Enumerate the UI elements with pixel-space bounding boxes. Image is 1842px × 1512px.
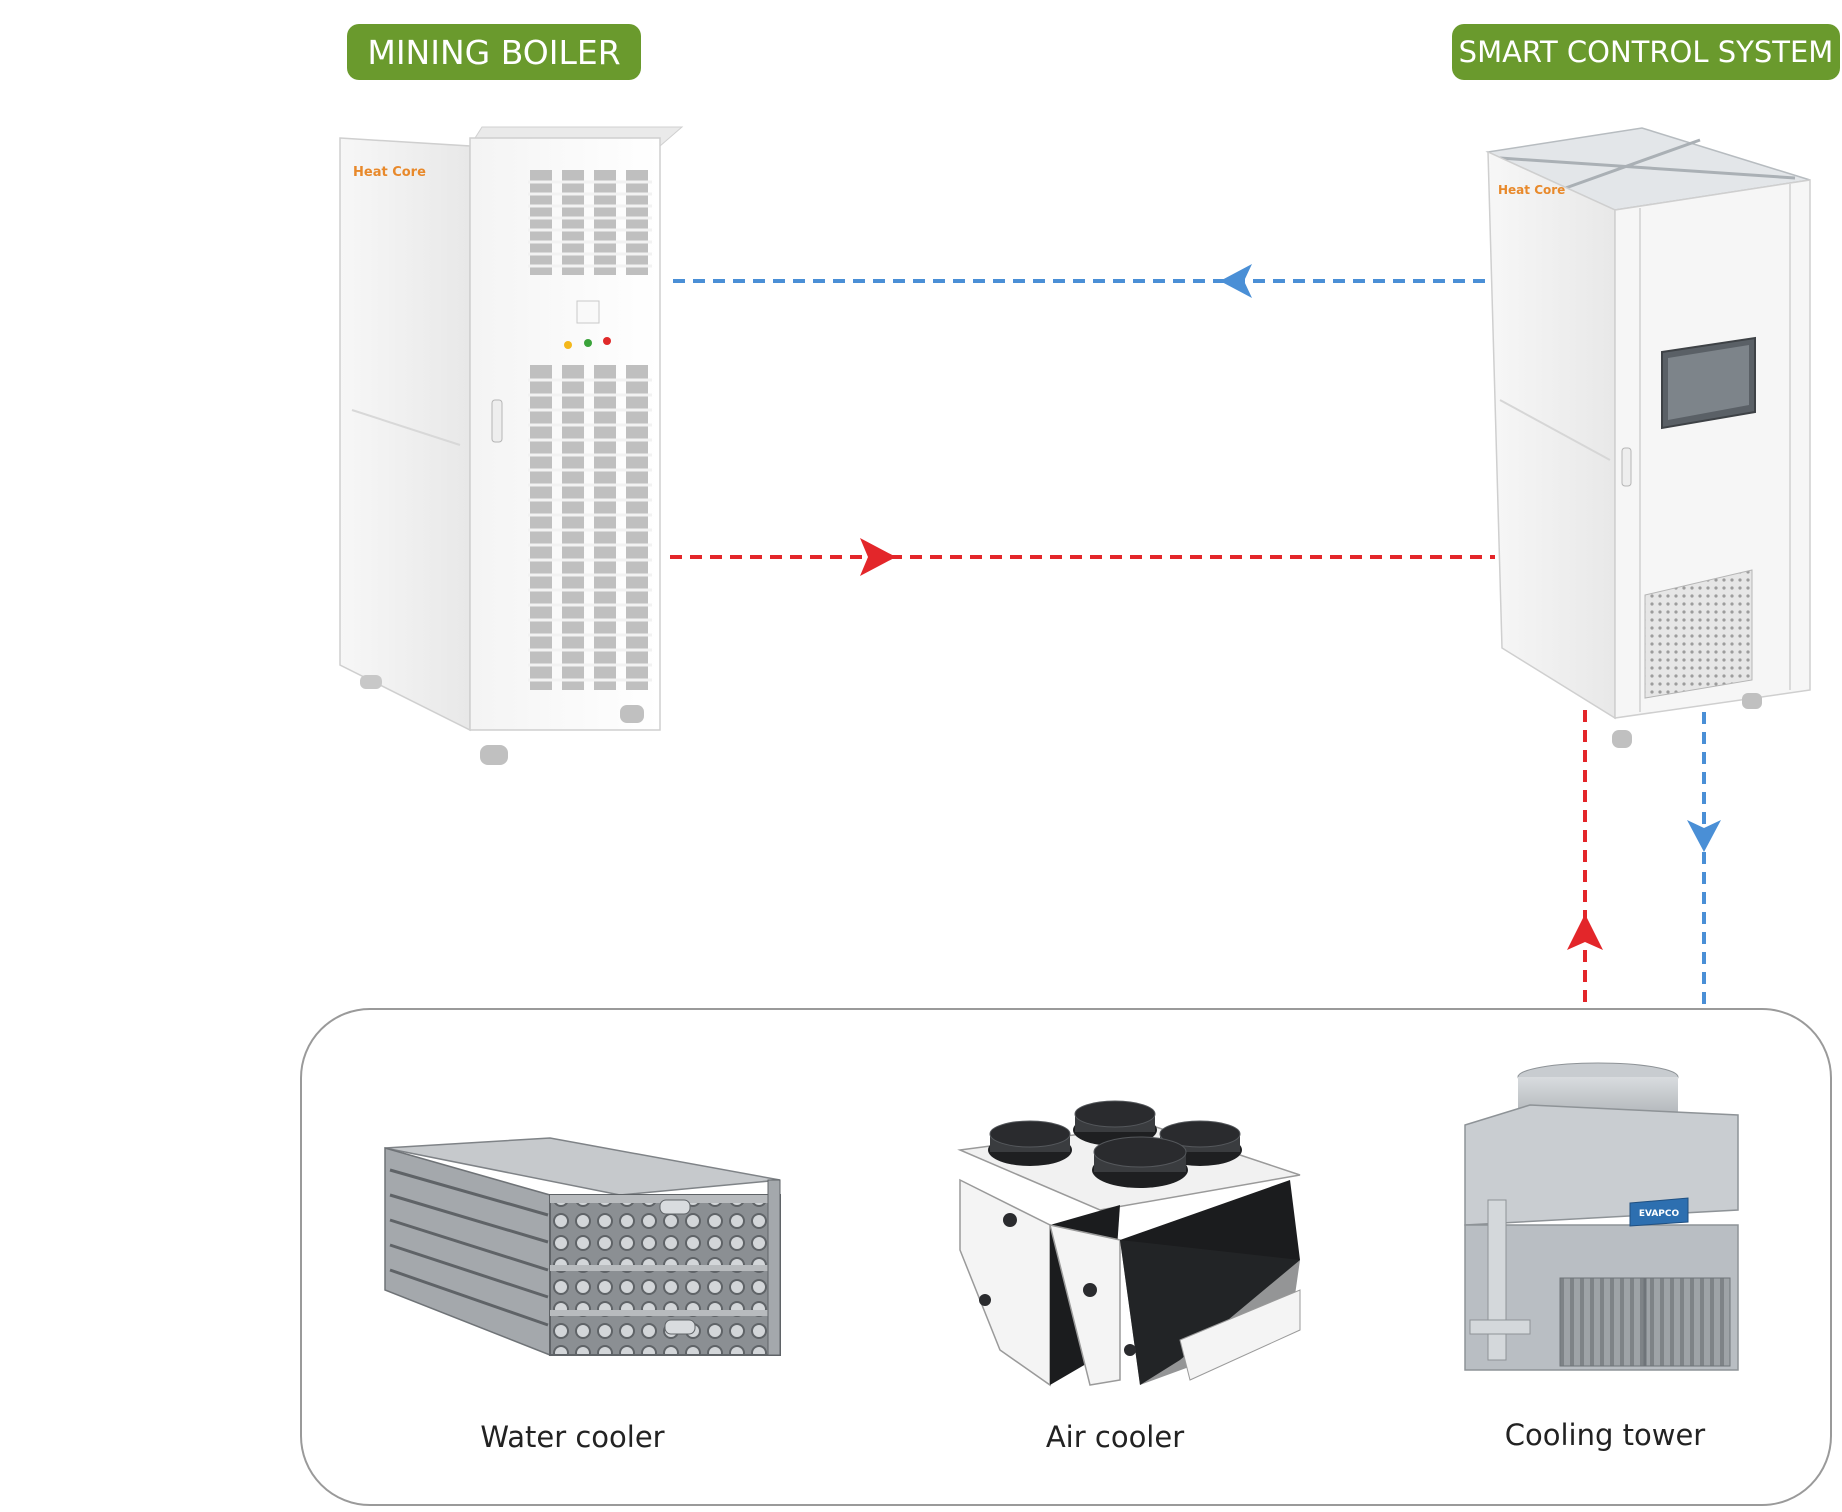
flow-cold-to-boiler	[670, 264, 1485, 298]
arrow-down-icon	[1687, 820, 1721, 852]
cooling-tower-brand: EVAPCO	[1639, 1209, 1680, 1219]
air-cooler-label: Air cooler	[1045, 1420, 1185, 1454]
flow-hot-to-control-vertical	[1567, 710, 1603, 1008]
water-cooler-unit	[384, 1137, 781, 1357]
smart-control-label: SMART CONTROL SYSTEM	[1452, 24, 1840, 80]
mining-boiler-unit: Heat Core	[339, 126, 684, 765]
smart-control-logo: Heat Core	[1498, 183, 1565, 197]
flow-hot-to-control	[670, 538, 1495, 576]
arrow-right-icon	[860, 538, 896, 576]
cooling-options-panel	[300, 1008, 1832, 1506]
air-cooler-unit	[957, 1100, 1301, 1387]
smart-control-unit: Heat Core	[1485, 127, 1811, 748]
flow-cold-to-tower	[1687, 712, 1721, 1008]
arrow-left-icon	[1220, 264, 1252, 298]
cooling-tower-unit: EVAPCO	[1464, 1062, 1739, 1371]
mining-boiler-logo: Heat Core	[353, 165, 426, 180]
cooling-tower-label: Cooling tower	[1504, 1418, 1706, 1452]
mining-boiler-label: MINING BOILER	[347, 24, 641, 80]
arrow-up-icon	[1567, 914, 1603, 950]
water-cooler-label: Water cooler	[480, 1420, 665, 1454]
